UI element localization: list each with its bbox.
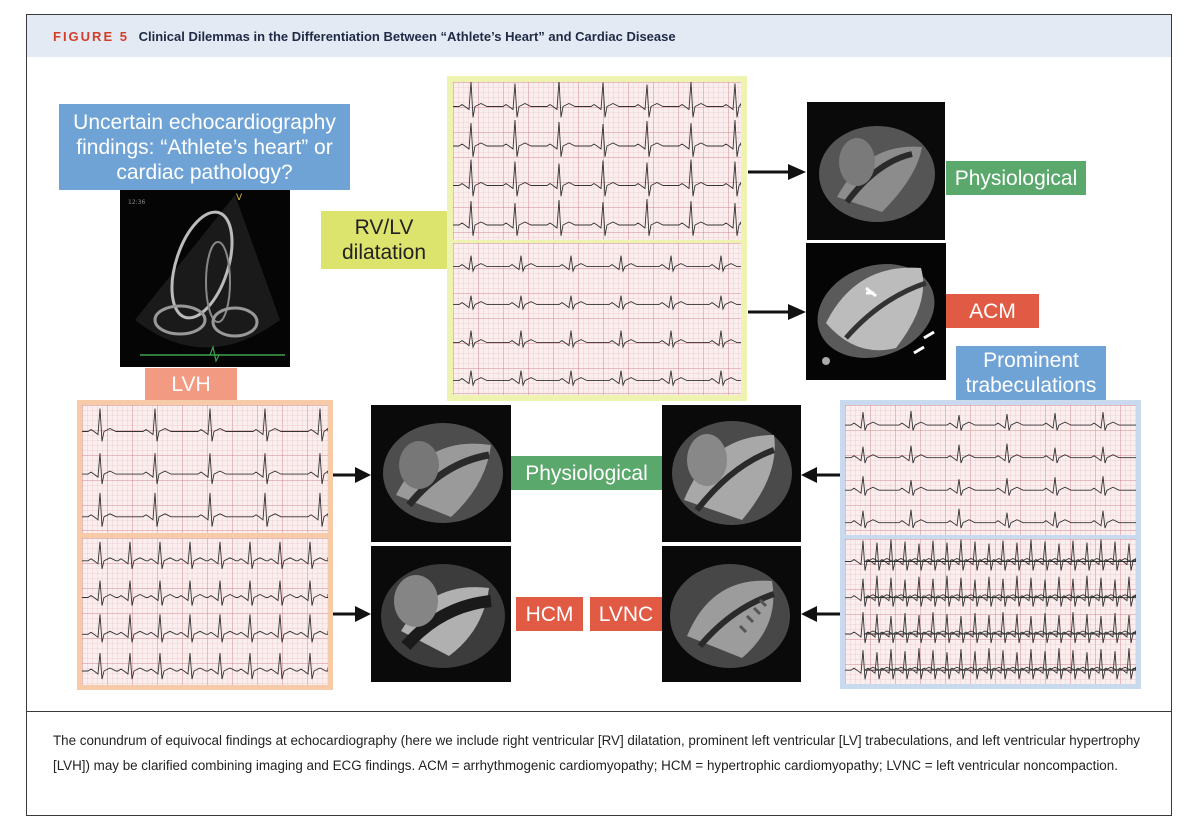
ecg-trace-line — [82, 652, 328, 680]
ecg-trace — [82, 408, 328, 527]
arrow-to-acm — [748, 304, 806, 320]
ecg-trace-line — [453, 255, 741, 273]
ecg-trace-line — [845, 575, 1136, 607]
lvh-label: LVH — [145, 368, 237, 400]
figure-title: Clinical Dilemmas in the Differentiation… — [138, 29, 676, 44]
ecg-trace — [453, 255, 741, 387]
ecg-strip-rv-lower — [453, 243, 741, 395]
ecg-trace-line — [845, 411, 1136, 431]
ecg-trace — [845, 411, 1136, 529]
mri-image-lvh-physiological — [371, 405, 511, 542]
ecg-trace-line — [845, 443, 1136, 464]
acm-label: ACM — [946, 294, 1039, 328]
arrow-lvh-to-hcm — [333, 606, 371, 622]
ecg-trace-line — [82, 408, 328, 442]
ecg-trace-line — [845, 539, 1136, 571]
prominent-trabeculations-label: Prominent trabeculations — [956, 346, 1106, 400]
ecg-strip-lvh-upper — [82, 405, 328, 533]
ecg-trace-line — [453, 198, 741, 236]
mri-image-trab-physiological — [662, 405, 801, 542]
ecg-trace — [845, 539, 1136, 680]
ecg-trace-line — [453, 119, 741, 157]
ecg-trace-line — [453, 330, 741, 349]
ecg-strip-trab-lower — [845, 539, 1136, 684]
arrow-trab-to-physiological — [801, 467, 840, 483]
mri-image-physiological-top — [807, 102, 945, 240]
ecg-trace — [453, 82, 741, 236]
svg-text:12:36: 12:36 — [128, 199, 145, 206]
echocardiography-image: 12:36 V — [120, 190, 290, 367]
ecg-trace-line — [845, 648, 1136, 680]
ecg-trace-line — [82, 453, 328, 485]
ecg-trace-line — [82, 580, 328, 606]
ecg-trace-line — [845, 611, 1136, 644]
ecg-strip-lvh-lower — [82, 538, 328, 685]
ecg-trace — [82, 541, 328, 680]
mri-image-hcm — [371, 546, 511, 682]
mri-image-lvnc — [662, 546, 801, 682]
ecg-trace-line — [453, 370, 741, 387]
arrow-trab-to-lvnc — [801, 606, 840, 622]
arrow-to-physiological-top — [748, 164, 806, 180]
figure-number: FIGURE 5 — [53, 29, 129, 44]
ecg-trace-line — [82, 541, 328, 570]
physiological-label-top: Physiological — [946, 161, 1086, 195]
lvnc-label: LVNC — [590, 597, 662, 631]
figure-header: FIGURE 5 Clinical Dilemmas in the Differ… — [27, 15, 1171, 57]
ecg-strip-trab-upper — [845, 405, 1136, 535]
hcm-label: HCM — [516, 597, 583, 631]
mri-image-acm — [806, 243, 946, 380]
ecg-trace-line — [453, 295, 741, 311]
svg-text:V: V — [236, 193, 243, 203]
ecg-trace-line — [453, 159, 741, 197]
ecg-strip-rv-upper — [453, 82, 741, 240]
rv-lv-dilatation-label: RV/LV dilatation — [321, 211, 447, 269]
ecg-trace-line — [82, 614, 328, 643]
uncertain-findings-label: Uncertain echocardiography findings: “At… — [59, 104, 350, 190]
ecg-trace-line — [82, 492, 328, 527]
ecg-trace-line — [453, 82, 741, 118]
ecg-trace-line — [845, 476, 1136, 496]
physiological-label-middle: Physiological — [511, 456, 662, 490]
ecg-trace-line — [845, 508, 1136, 529]
figure-caption: The conundrum of equivocal findings at e… — [27, 711, 1171, 817]
arrow-lvh-to-physiological — [333, 467, 371, 483]
